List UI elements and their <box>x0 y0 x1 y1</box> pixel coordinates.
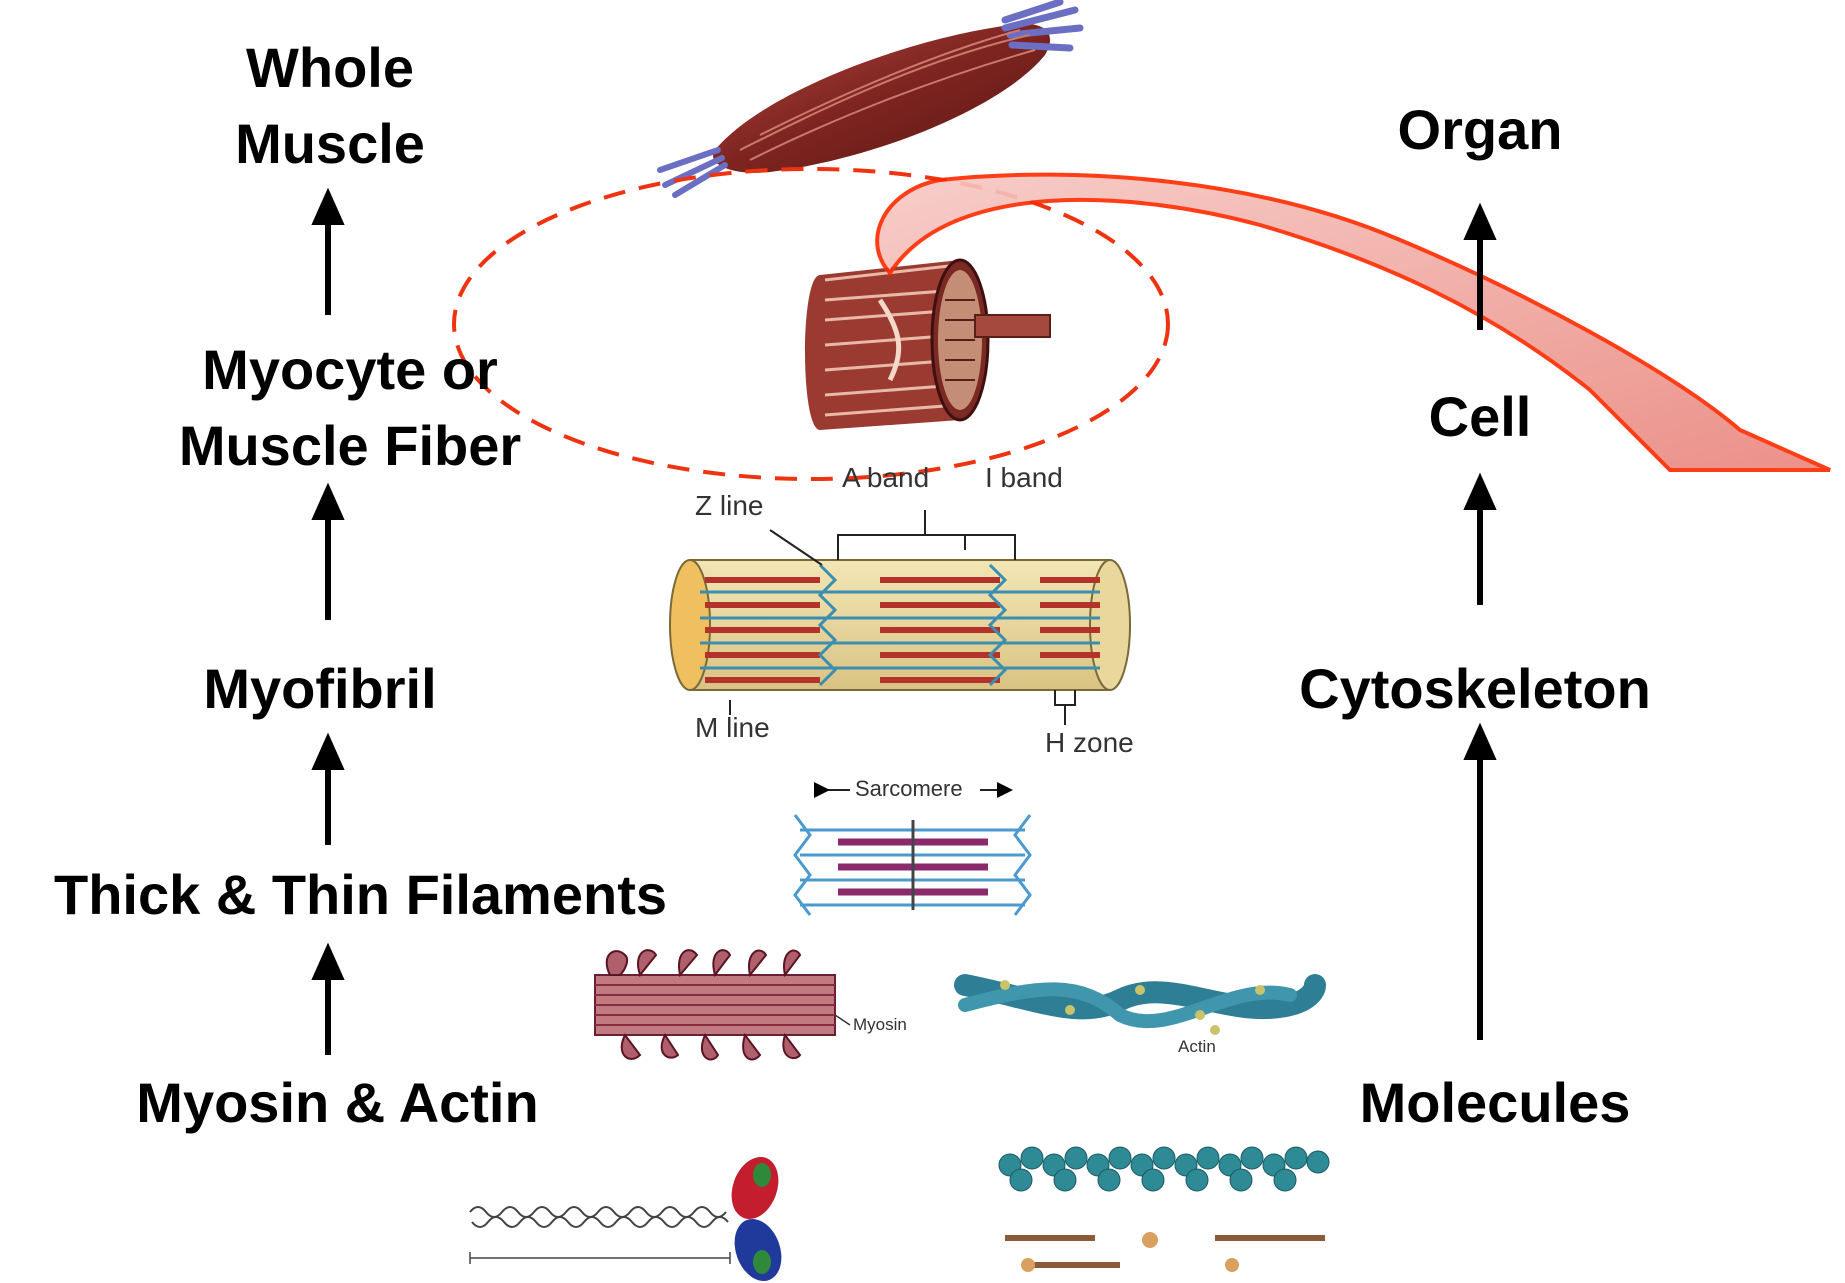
muscle-fiber-illustration <box>805 260 1050 430</box>
label-i-band: I band <box>985 462 1063 494</box>
label-myosin-actin: Myosin & Actin <box>100 1065 575 1141</box>
label-actin: Actin <box>1178 1037 1216 1057</box>
label-a-band: A band <box>842 462 929 494</box>
label-myosin: Myosin <box>853 1015 907 1035</box>
label-cytoskeleton: Cytoskeleton <box>1270 651 1680 727</box>
label-myofibril: Myofibril <box>160 651 480 727</box>
right-hierarchy-arrows <box>1468 210 1492 1040</box>
label-m-line: M line <box>695 712 770 744</box>
label-sarcomere: Sarcomere <box>855 776 963 802</box>
label-filaments: Thick & Thin Filaments <box>8 857 713 933</box>
label-myocyte: Myocyte or Muscle Fiber <box>130 332 570 484</box>
label-h-zone: H zone <box>1045 727 1134 759</box>
sarcomere-illustration <box>795 790 1030 915</box>
label-cell: Cell <box>1405 379 1555 455</box>
actin-molecule-illustration <box>999 1147 1329 1272</box>
actin-filament-illustration <box>965 980 1315 1035</box>
whole-muscle-illustration <box>660 2 1080 195</box>
label-molecules: Molecules <box>1335 1065 1655 1141</box>
myosin-filament-illustration <box>595 950 850 1059</box>
label-z-line: Z line <box>695 490 763 522</box>
label-organ: Organ <box>1365 92 1595 168</box>
myosin-molecule-illustration <box>470 1150 790 1283</box>
myofibril-illustration <box>670 510 1130 725</box>
label-whole-muscle: Whole Muscle <box>200 30 460 182</box>
